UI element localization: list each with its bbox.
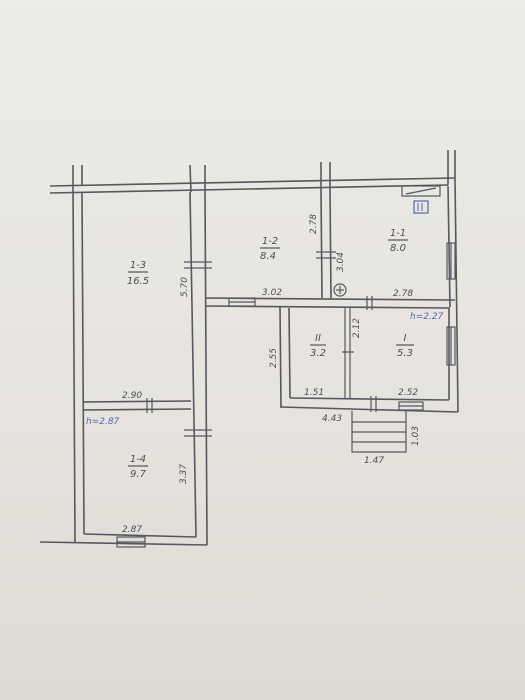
dim-147: 1.47 [364, 456, 384, 466]
room-I: I 5.3 [396, 333, 414, 359]
dim-287: 2.87 [122, 525, 142, 535]
stove-icon [401, 185, 441, 197]
dim-212: 2.12 [352, 318, 362, 338]
dim-151: 1.51 [304, 388, 324, 398]
dim-337: 3.37 [179, 464, 189, 484]
openings [116, 242, 456, 548]
room-id: 1-4 [130, 454, 146, 465]
dim-252: 2.52 [398, 388, 418, 398]
room-area: 9.7 [130, 469, 147, 480]
room-id: 1-3 [130, 260, 146, 271]
room-id: 1-2 [262, 236, 278, 247]
dim-570: 5.70 [180, 277, 190, 297]
dim-302: 3.02 [262, 288, 282, 298]
boiler-icon [333, 283, 347, 297]
dim-443: 4.43 [322, 414, 342, 424]
height-left: h=2.87 [86, 417, 120, 427]
sink-icon [413, 200, 429, 214]
dim-290: 2.90 [122, 391, 142, 401]
dim-255: 2.55 [269, 348, 279, 368]
room-area: 3.2 [310, 348, 326, 359]
room-area: 8.4 [260, 251, 276, 262]
room-area: 16.5 [127, 276, 149, 287]
room-id: II [315, 333, 321, 344]
ceiling-heights: h=2.87 h=2.27 [86, 312, 444, 427]
room-area: 5.3 [397, 348, 413, 359]
room-id: I [404, 333, 407, 344]
room-area: 8.0 [390, 243, 406, 254]
dim-103: 1.03 [411, 426, 421, 446]
room-1-4: 1-4 9.7 [128, 454, 148, 480]
dim-278-vertical: 2.78 [309, 214, 319, 234]
room-id: 1-1 [390, 228, 406, 239]
room-1-3: 1-3 16.5 [127, 260, 149, 287]
room-1-1: 1-1 8.0 [388, 228, 408, 254]
stairs [351, 411, 407, 453]
dimensions: 2.90 5.70 2.78 3.02 3.04 2.78 2.12 2.55 … [122, 214, 421, 535]
dim-278-horizontal: 2.78 [393, 289, 413, 299]
height-right: h=2.27 [410, 312, 444, 322]
room-1-2: 1-2 8.4 [260, 236, 280, 262]
walls [39, 150, 459, 546]
dim-304: 3.04 [336, 252, 346, 272]
room-II: II 3.2 [310, 333, 326, 359]
